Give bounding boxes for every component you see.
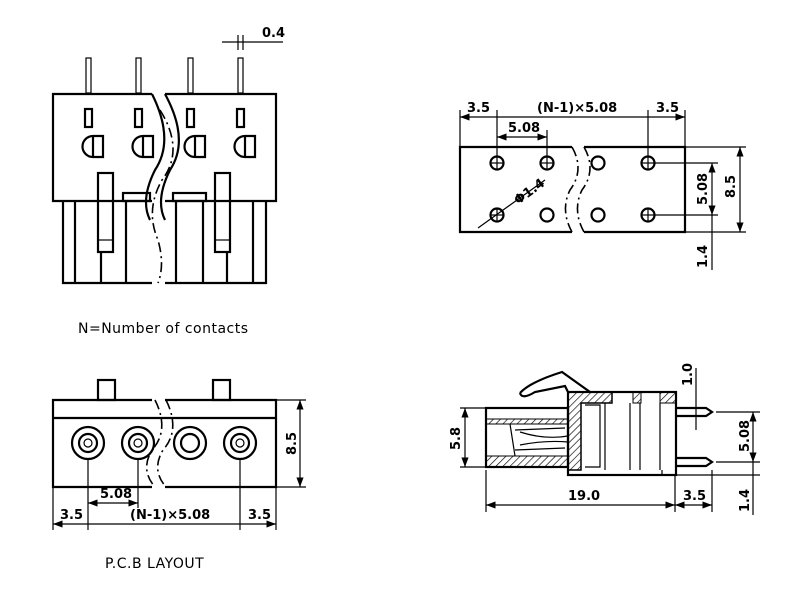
side-dim-length: 19.0 bbox=[568, 489, 600, 504]
top-dim-pitch: 5.08 bbox=[508, 121, 540, 136]
side-dim-pin-length: 3.5 bbox=[683, 489, 706, 504]
legs bbox=[61, 201, 268, 285]
latches bbox=[96, 171, 232, 254]
pcb-dim-height: 8.5 bbox=[285, 432, 300, 455]
plain-holes bbox=[539, 155, 606, 223]
side-view: 5.8 19.0 3.5 1.0 5.08 1.4 bbox=[449, 363, 760, 515]
hole-diameter-label: Φ1.4 bbox=[512, 176, 548, 208]
pcb-dim-span: (N-1)×5.08 bbox=[130, 508, 210, 523]
pcb-view: 8.5 5.08 3.5 (N-1)×5.08 3.5 bbox=[51, 378, 306, 530]
pcb-dim-left: 3.5 bbox=[60, 508, 83, 523]
top-dim-row-pitch: 5.08 bbox=[696, 173, 711, 205]
slots bbox=[83, 107, 246, 129]
side-dim-offset: 1.4 bbox=[738, 489, 753, 512]
dim-pin-width-label: 0.4 bbox=[262, 26, 285, 41]
pcb-layout-caption: P.C.B LAYOUT bbox=[105, 556, 204, 572]
side-dim-pin-pitch: 5.08 bbox=[738, 420, 753, 452]
top-dim-left: 3.5 bbox=[467, 101, 490, 116]
crossed-holes bbox=[489, 155, 656, 223]
top-dim-right: 3.5 bbox=[656, 101, 679, 116]
dim-pin-width: 0.4 bbox=[222, 26, 285, 50]
screw-heads bbox=[81, 134, 257, 159]
pcb-dim-pitch: 5.08 bbox=[100, 487, 132, 502]
terminal-circles bbox=[70, 425, 258, 461]
side-dim-height: 5.8 bbox=[449, 427, 464, 450]
top-dim-span: (N-1)×5.08 bbox=[537, 101, 617, 116]
top-view: Φ1.4 3.5 (N-1)×5.08 3.5 5.08 5.08 8.5 1.… bbox=[458, 101, 746, 270]
front-view: 0.4 bbox=[51, 26, 285, 285]
side-dim-pin-width: 1.0 bbox=[681, 363, 696, 386]
pcb-dim-right: 3.5 bbox=[248, 508, 271, 523]
note-number-of-contacts: N=Number of contacts bbox=[78, 321, 249, 337]
pins bbox=[85, 57, 244, 94]
top-dim-offset: 1.4 bbox=[696, 245, 711, 268]
top-dim-depth: 8.5 bbox=[724, 175, 739, 198]
